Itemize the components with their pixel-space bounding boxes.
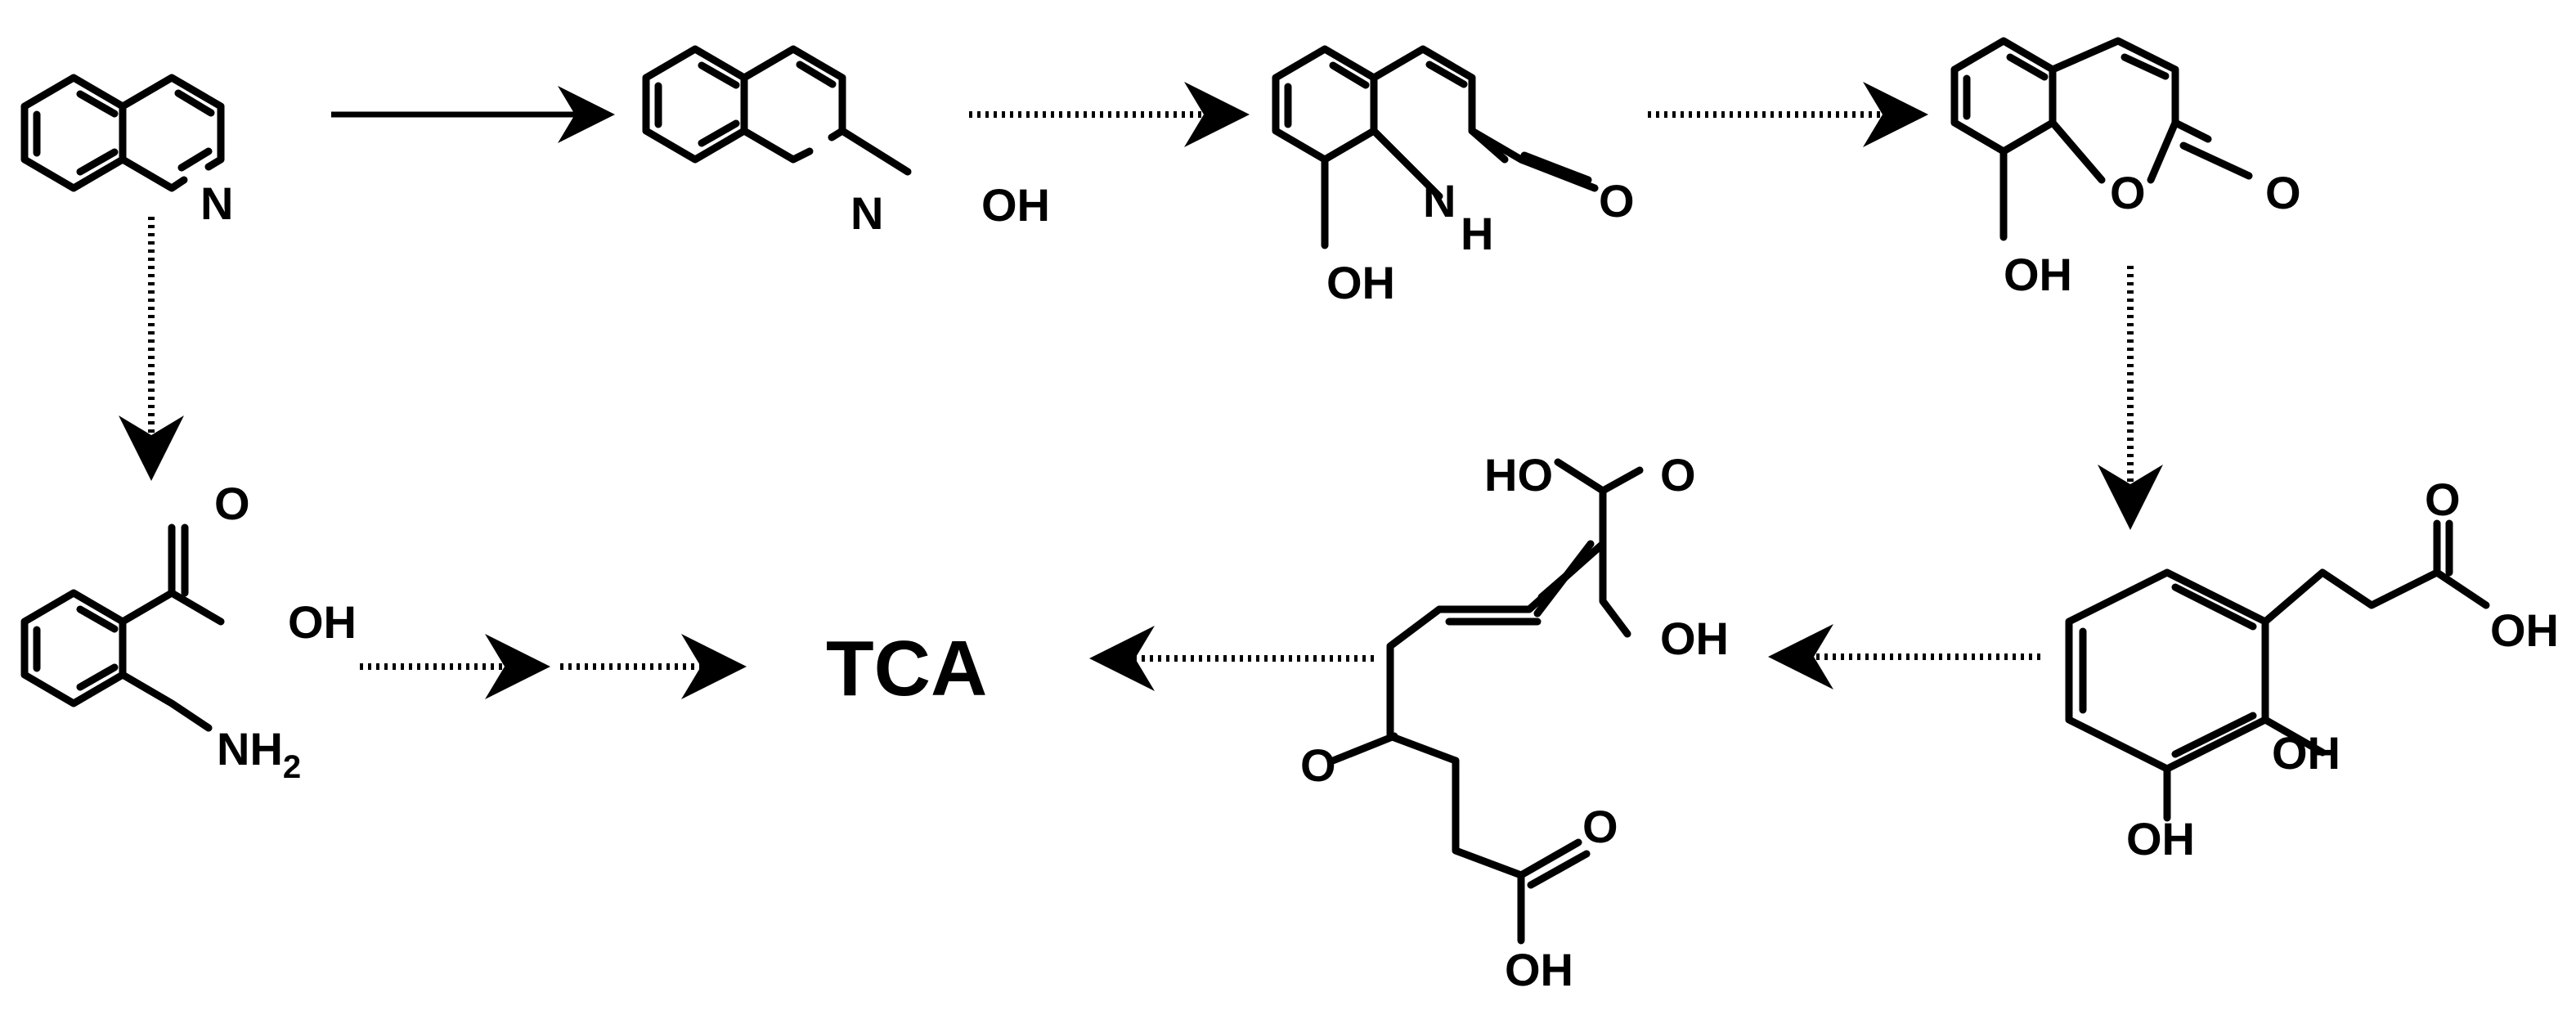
coumarin-carbonyl-o-label: O <box>2265 167 2301 218</box>
propionate-ring-oh2-label: OH <box>2126 813 2195 865</box>
quinoline-n-label: N <box>200 177 233 229</box>
dienoate-ketone-o-label: O <box>1300 739 1336 791</box>
quinolinone-o-label: O <box>1599 175 1635 227</box>
tca-label: TCA <box>826 625 987 712</box>
anthranilic-nh2-label: NH2 <box>217 723 301 785</box>
molecule-2-hydroxyquinoline: N OH <box>642 45 1050 239</box>
hydroxyquinoline-n-label: N <box>850 187 883 239</box>
molecule-anthranilic-acid: O OH NH2 <box>20 478 357 785</box>
dienoate-enol-oh-label: OH <box>1660 613 1729 664</box>
molecule-8-hydroxy-quinolinone: N H O OH <box>1272 45 1635 308</box>
propionate-carbonyl-o-label: O <box>2425 474 2461 525</box>
hydroxyquinoline-oh-label: OH <box>981 179 1050 231</box>
dienoate-acid-oh-label: OH <box>1505 944 1573 995</box>
anthranilic-carbonyl-o-label: O <box>214 478 250 529</box>
molecule-quinoline: N <box>20 74 233 229</box>
propionate-ring-oh1-label: OH <box>2272 727 2340 779</box>
quinolinone-nh-n-label: N <box>1423 175 1456 227</box>
dienoate-ho-label: HO <box>1484 449 1553 501</box>
molecule-8-hydroxycoumarin: O O OH <box>1950 37 2301 300</box>
molecule-dihydroxyphenylpropionate: O OH OH OH <box>2065 474 2559 865</box>
coumarin-ring-o-label: O <box>2110 167 2146 218</box>
anthranilic-oh-label: OH <box>288 596 357 648</box>
propionate-acid-oh-label: OH <box>2490 604 2559 656</box>
molecule-dienoate: HO O OH O O OH <box>1300 449 1729 995</box>
quinolinone-nh-h-label: H <box>1461 208 1493 259</box>
coumarin-oh-label: OH <box>2004 249 2072 300</box>
dienoate-acid-o-label: O <box>1582 801 1618 852</box>
quinolinone-oh-label: OH <box>1326 257 1395 308</box>
dienoate-carboxyl-o-label: O <box>1660 449 1696 501</box>
